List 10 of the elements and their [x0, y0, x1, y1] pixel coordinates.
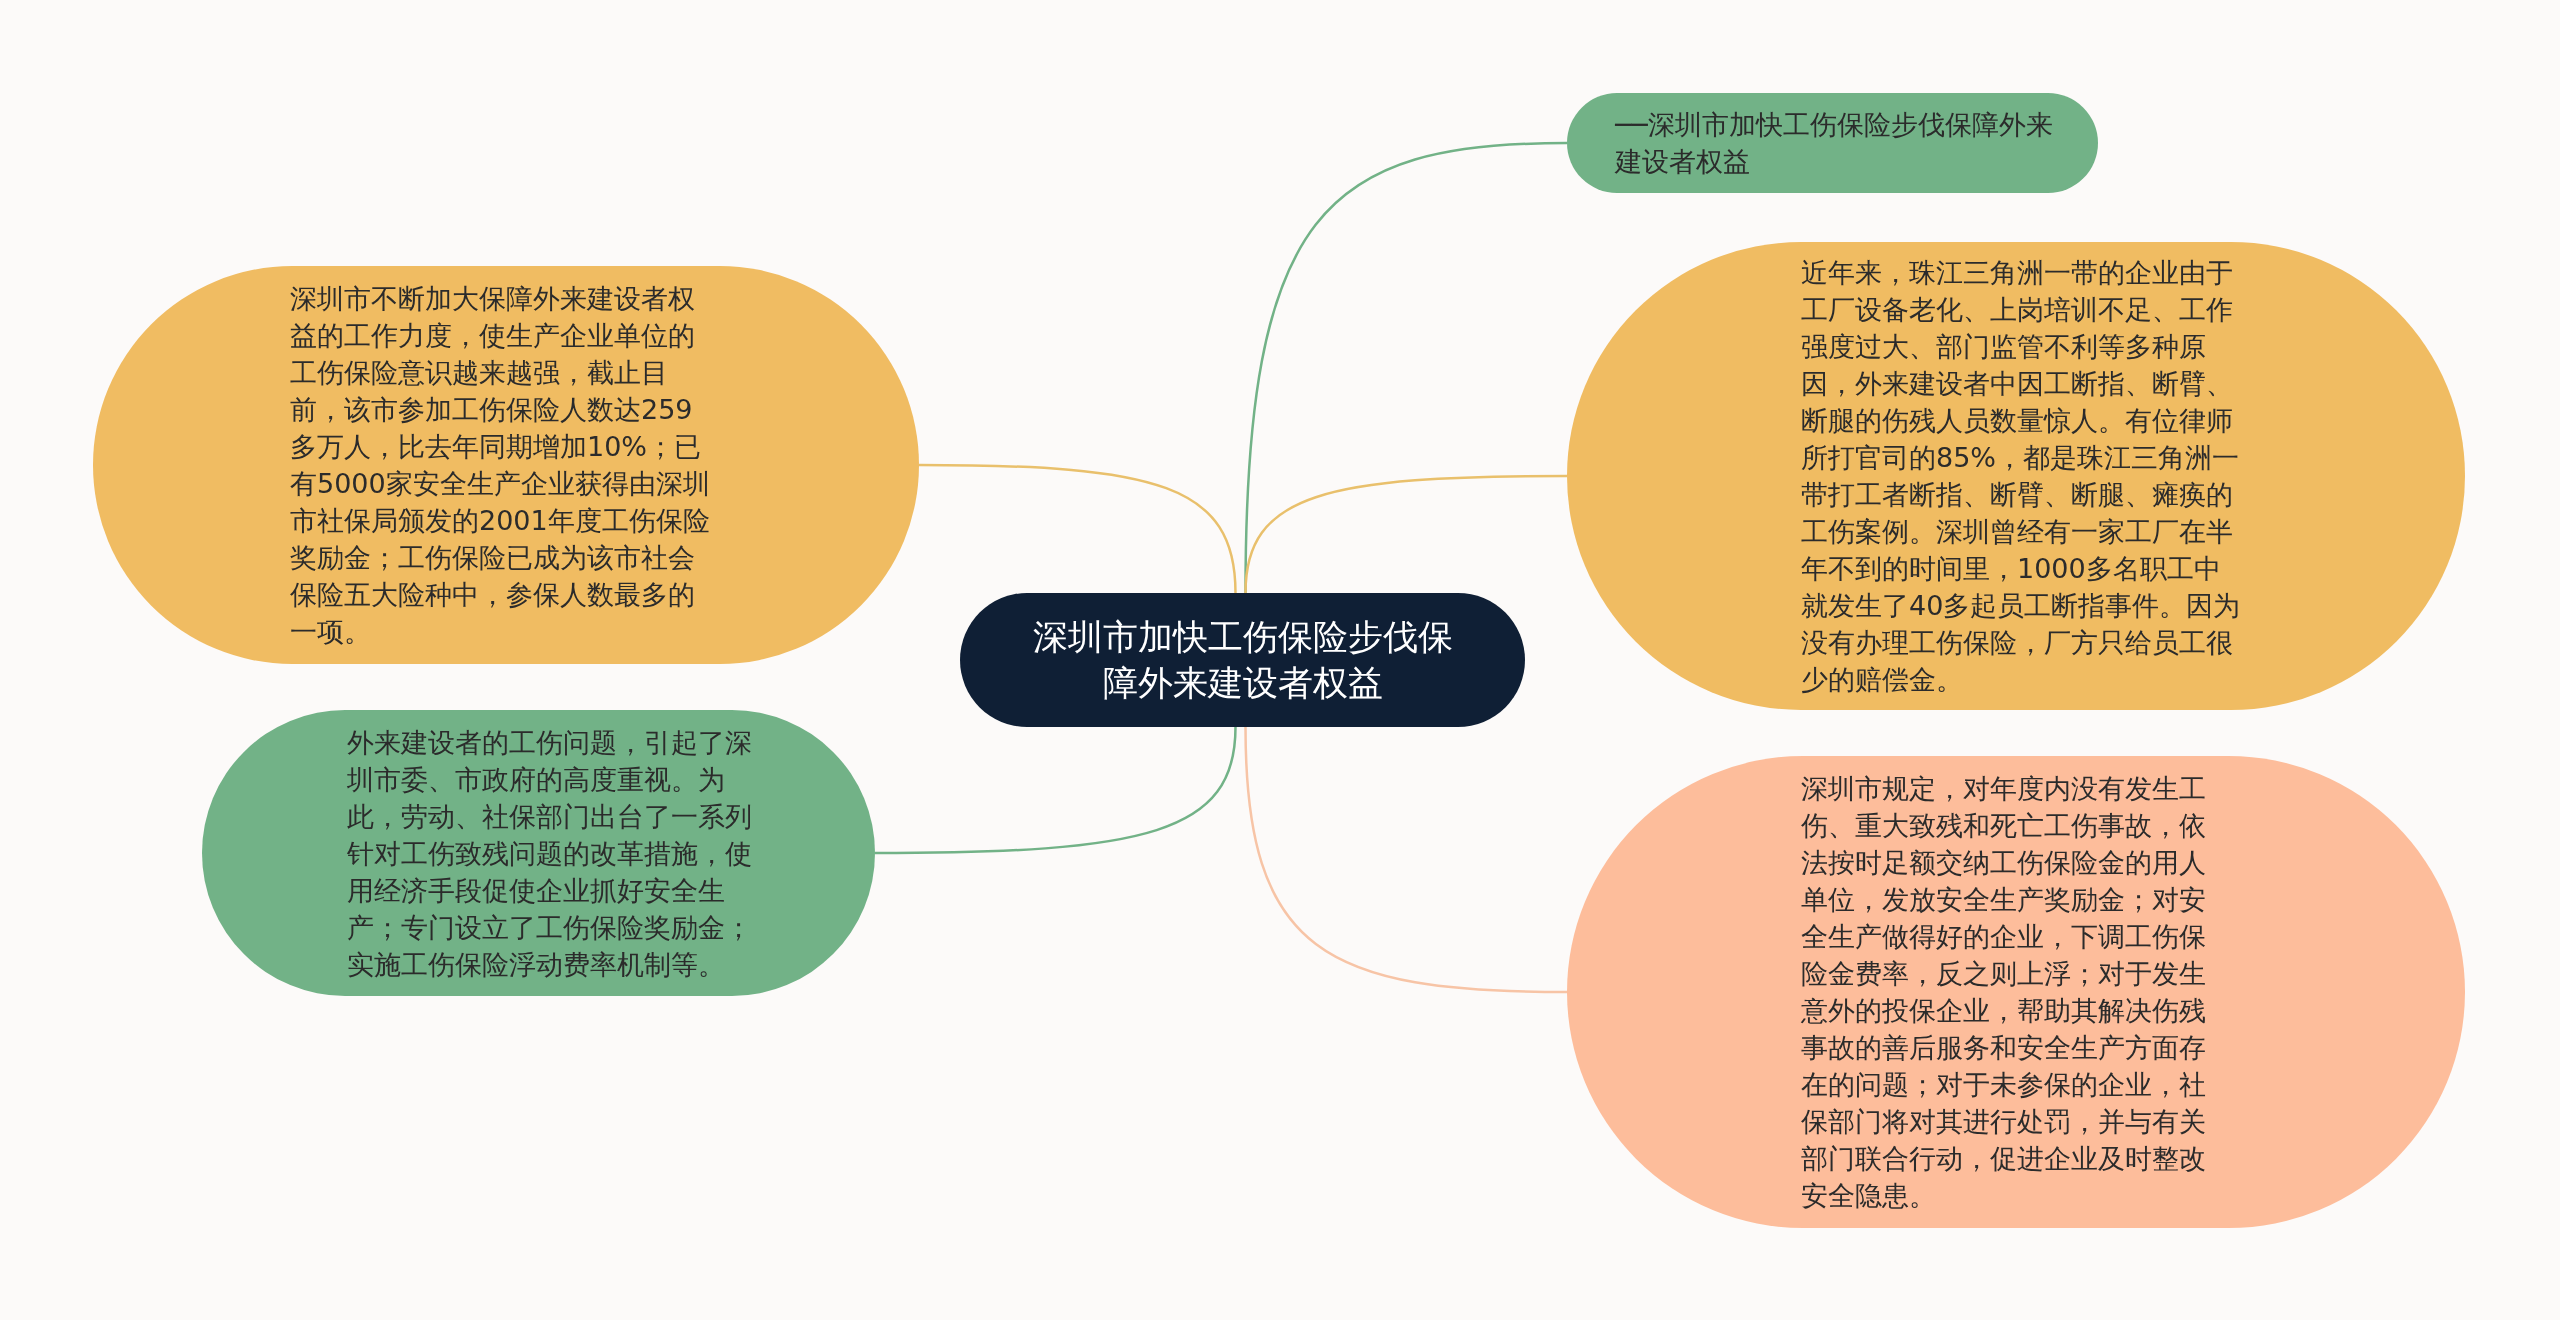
- connector-curve: [1244, 726, 1567, 994]
- topic-text: ──深圳市加快工伤保险步伐保障外来建设者权益: [1615, 108, 2054, 179]
- topic-text: 深圳市规定，对年度内没有发生工伤、重大致残和死亡工伤事故，依法按时足额交纳工伤保险金的用人单位，发放安全生产奖励金；对安全生产做得好的企业，下调工伤保险金费率，反之则上浮；对于发生意外的投保企业，帮助其解决伤残事故的善后服务和安全生产方面存在的问题；对于未参保的企业，社保部门将对其进行处罚，并与有关部门联合行动，促进企业及时整改安全隐患。: [1801, 772, 2207, 1213]
- connector-curve: [1244, 474, 1567, 594]
- topic-title: 深圳市加快工伤保险步伐保障外来建设者权益: [1031, 616, 1454, 705]
- topic-text: 近年来，珠江三角洲一带的企业由于工厂设备老化、上岗培训不足、工作强度过大、部门监管不利等多种原因，外来建设者中因工断指、断臂、断腿的伤残人员数量惊人。有位律师所打官司的85%，都是珠江三角洲一带打工者断指、断臂、断腿、瘫痪的工伤案例。深圳曾经有一家工厂在半年不到的时间里，1000多名职工中就发生了40多起员工断指事件。因为没有办理工伤保险，厂方只给员工很少的赔偿金。: [1801, 256, 2242, 697]
- topic-text: 外来建设者的工伤问题，引起了深圳市委、市政府的高度重视。为此，劳动、社保部门出台了一系列针对工伤致残问题的改革措施，使用经济手段促使企业抓好安全生产；专门设立了工伤保险奖励金；实施工伤保险浮动费率机制等。: [347, 725, 753, 982]
- connector-curve: [919, 463, 1237, 594]
- topic-text: 深圳市不断加大保障外来建设者权益的工作力度，使生产企业单位的工伤保险意识越来越强，截止目前，该市参加工伤保险人数达259多万人，比去年同期增加10%；已有5000家安全生产企业获得由深圳市社保局颁发的2001年度工伤保险奖励金；工伤保险已成为该市社会保险五大险种中，参保人数最多的一项。: [290, 282, 710, 649]
- connector-curve: [875, 726, 1237, 855]
